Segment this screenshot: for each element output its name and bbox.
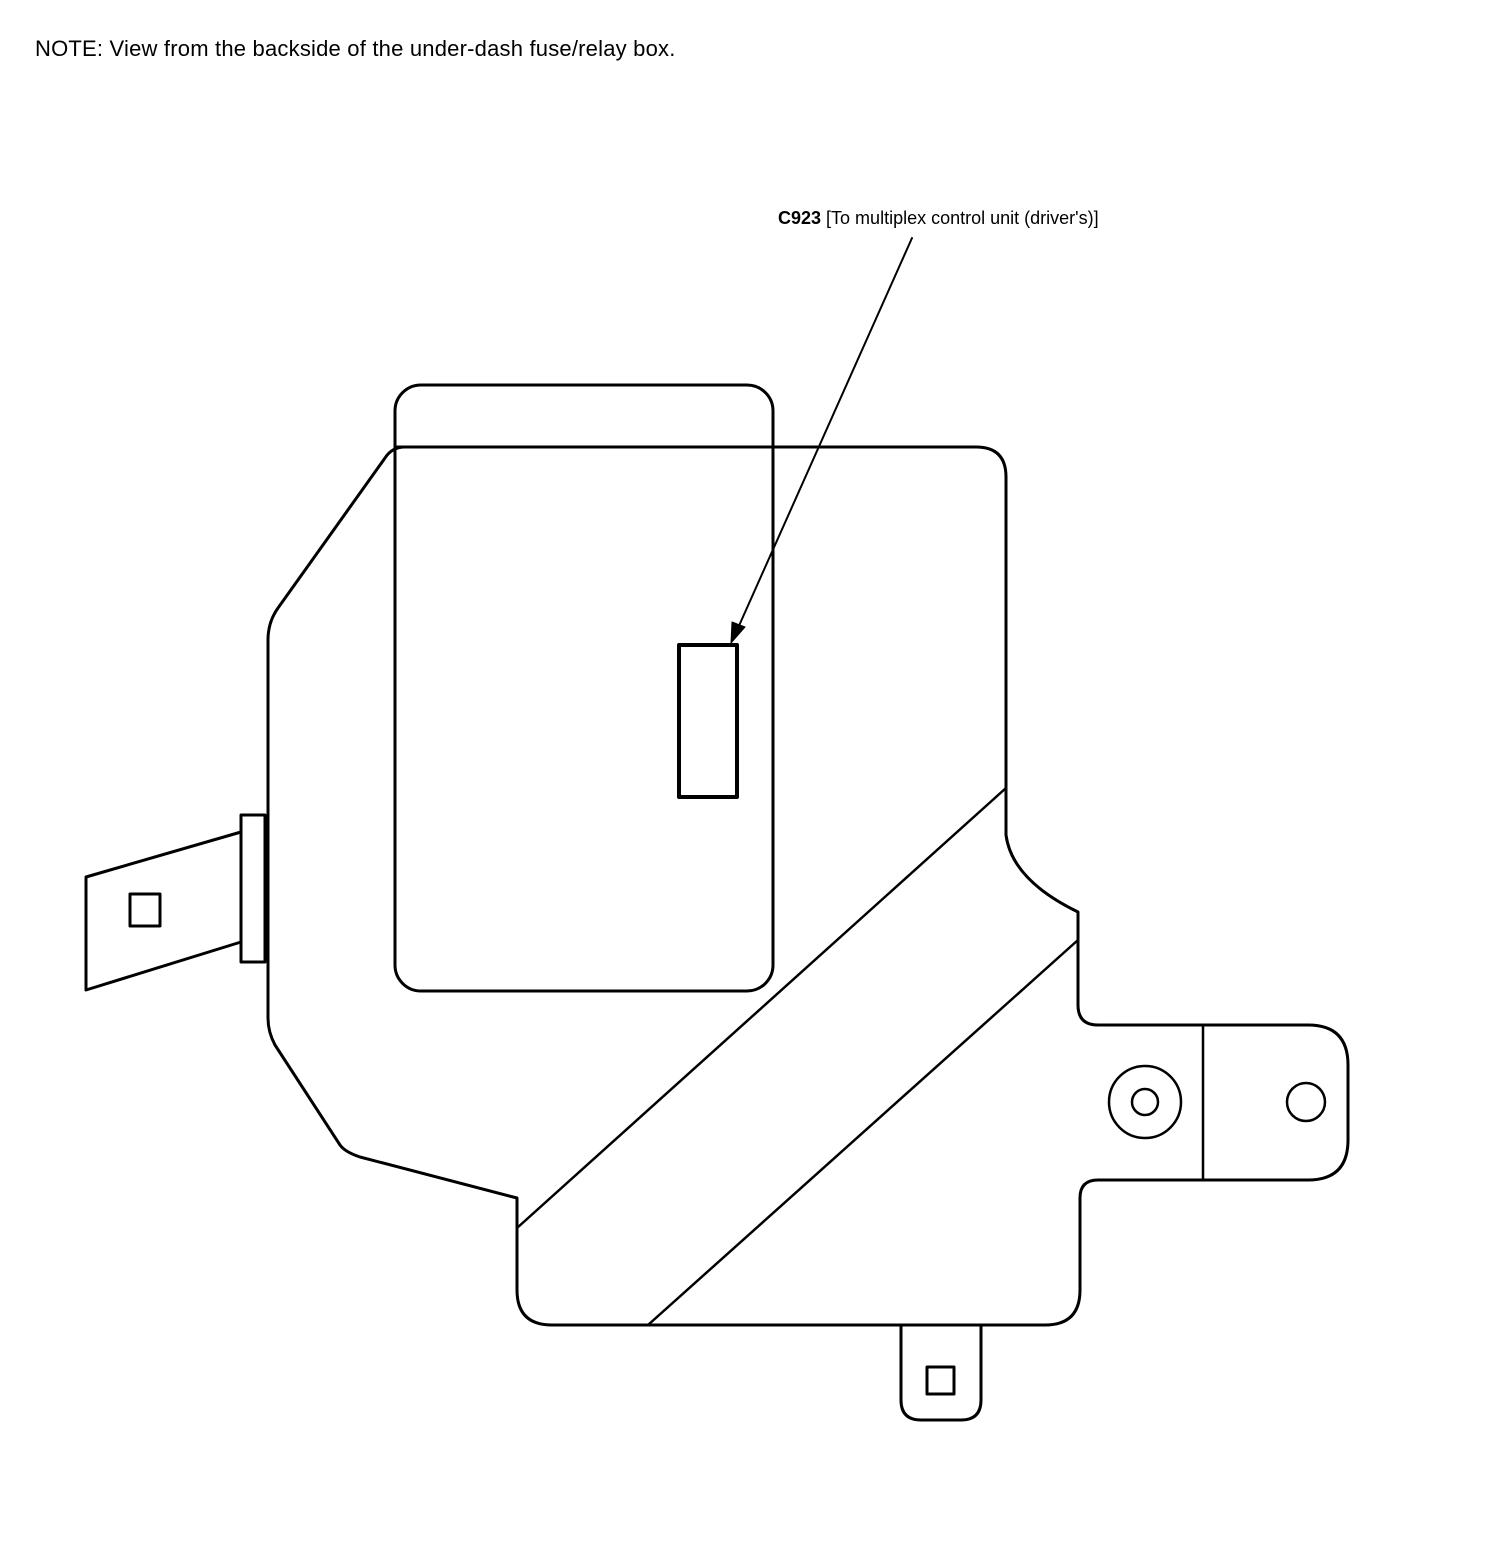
bolt-boss-outer [1107,1064,1183,1140]
diagonal-band-line-upper [515,786,1008,1230]
callout-arrowhead [730,621,746,644]
diagonal-band-line-lower [646,938,1080,1327]
bolt-hole [1130,1087,1160,1117]
bottom-tab-slot [925,1365,956,1396]
bracket-hole [1285,1081,1327,1123]
cover-panel [393,383,775,993]
connector-callout-label: C923 [To multiplex control unit (driver'… [778,208,1099,229]
callout-leader-line [737,237,913,629]
c923-connector [677,643,739,799]
fuse-box-housing [266,445,1350,1327]
left-tab-collar [239,813,267,964]
connector-description: [To multiplex control unit (driver's)] [826,208,1099,228]
diagram-note: NOTE: View from the backside of the unde… [35,36,676,61]
left-mounting-tab [84,830,243,992]
left-tab-slot [128,892,162,928]
connector-code: C923 [778,208,822,228]
bottom-mounting-tab [899,1323,983,1422]
